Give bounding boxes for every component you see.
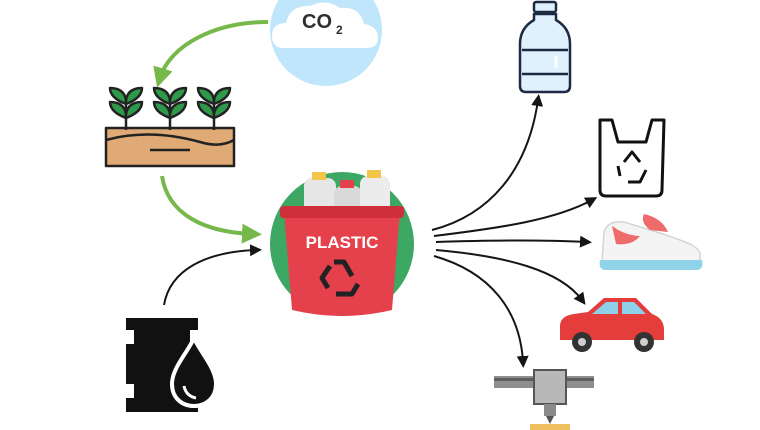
arrow-plants-to-plastic [160, 175, 262, 244]
oil-barrel-icon [126, 318, 219, 412]
arrow-to-bottle [431, 94, 544, 231]
co2-subscript: 2 [336, 23, 343, 37]
plants-soil-icon [104, 86, 236, 168]
water-bottle-icon [518, 0, 572, 94]
arrow-to-car [435, 249, 586, 305]
plastic-recycling-bin-icon: PLASTIC [270, 170, 414, 316]
co2-label: CO [302, 11, 332, 33]
arrow-to-shoe [435, 235, 592, 248]
recycle-symbol-icon [319, 259, 361, 297]
co2-cloud-icon: CO 2 [270, 0, 382, 86]
sprout-1 [108, 86, 144, 130]
arrow-co2-to-plants [153, 20, 269, 88]
sprout-2 [152, 86, 188, 130]
car-icon [560, 298, 664, 352]
bag-recycle-symbol-icon [616, 150, 648, 184]
arrow-to-printer [433, 255, 529, 368]
arrow-oil-to-plastic [163, 244, 262, 306]
3d-printer-icon [494, 369, 594, 430]
arrows-plastic-to-products [431, 94, 598, 368]
recycle-bag-icon [598, 118, 666, 198]
sprout-3 [196, 86, 232, 130]
plastic-label: PLASTIC [306, 233, 379, 252]
arrow-to-bag [433, 197, 598, 237]
sneaker-icon [599, 214, 703, 270]
